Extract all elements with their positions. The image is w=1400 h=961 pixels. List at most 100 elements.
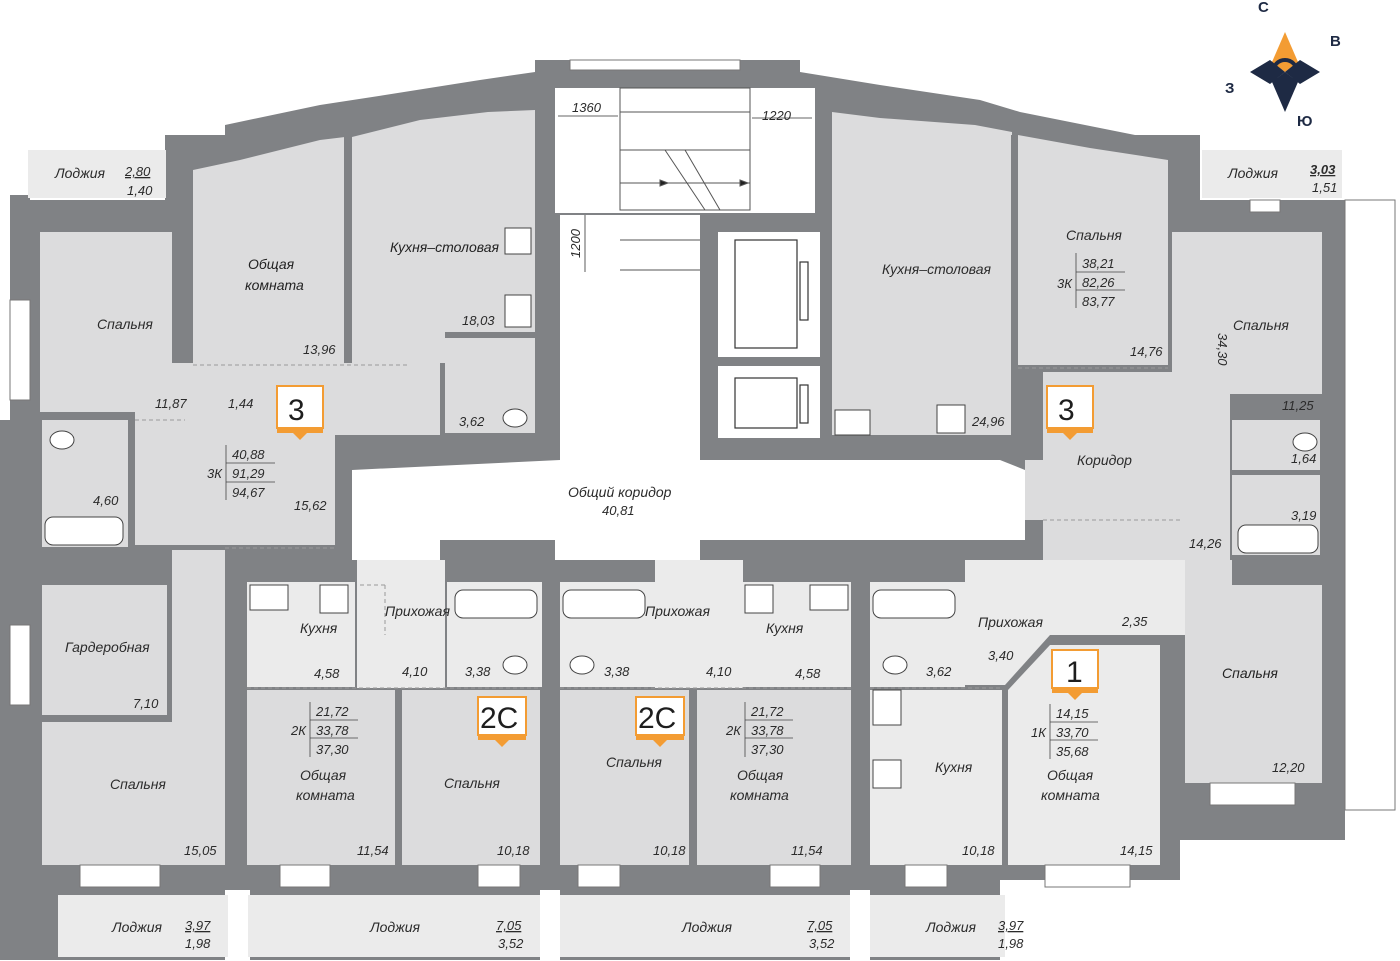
plan-label: Кухня–столовая xyxy=(882,261,992,277)
plan-label: 91,29 xyxy=(232,466,265,481)
svg-text:Общая: Общая xyxy=(737,767,784,783)
plan-label: 10,18 xyxy=(653,843,686,858)
plan-label: 1,98 xyxy=(185,936,211,951)
plan-label: 3,97 xyxy=(185,918,211,933)
svg-text:Общая: Общая xyxy=(248,256,295,272)
plan-label: 38,21 xyxy=(1082,256,1115,271)
compass-west: З xyxy=(1225,80,1234,97)
plan-label: Прихожая xyxy=(978,614,1043,630)
plan-label: Кухня xyxy=(766,620,804,636)
interior-walls xyxy=(344,80,1017,890)
apt-number: 1 xyxy=(1066,656,1083,689)
svg-text:комната: комната xyxy=(245,277,304,293)
plan-label: 21,72 xyxy=(750,704,784,719)
plan-label: 11,54 xyxy=(357,843,389,858)
plan-label: 35,68 xyxy=(1056,744,1089,759)
apt-number: 3 xyxy=(288,394,305,427)
compass-south: Ю xyxy=(1297,113,1312,130)
svg-text:комната: комната xyxy=(730,787,789,803)
dim-1360: 1360 xyxy=(572,100,602,115)
plan-label: Лоджия xyxy=(1227,165,1279,181)
dim-1200: 1200 xyxy=(568,228,583,258)
plan-label: Спальня xyxy=(444,775,500,791)
plan-label: Спальня xyxy=(1066,227,1122,243)
plan-label: 11,87 xyxy=(155,396,187,411)
plan-label: Коридор xyxy=(1077,452,1132,468)
floors xyxy=(28,88,1342,957)
plan-label: 1,40 xyxy=(127,183,153,198)
area-tables xyxy=(225,253,1125,759)
plan-label: 11,25 xyxy=(1282,398,1314,413)
plan-label: 34,30 xyxy=(1215,333,1230,366)
plan-label: 33,78 xyxy=(316,723,349,738)
dashed-zone-lines xyxy=(135,364,1180,689)
plan-label: 18,03 xyxy=(462,313,495,328)
plan-label: Гардеробная xyxy=(65,639,150,655)
plan-label: 3,52 xyxy=(498,936,524,951)
plan-label: 14,15 xyxy=(1120,843,1153,858)
plan-label: 11,54 xyxy=(791,843,823,858)
plan-label: 4,60 xyxy=(93,493,119,508)
plan-label: 1,44 xyxy=(228,396,253,411)
plan-label: 2К xyxy=(290,723,307,738)
plan-label: Прихожая xyxy=(645,603,710,619)
compass: С В Ю З xyxy=(1225,0,1341,130)
plan-label: 2К xyxy=(725,723,742,738)
plan-label: 33,70 xyxy=(1056,725,1089,740)
apt-number: 2С xyxy=(480,702,518,735)
plan-label: 40,88 xyxy=(232,447,265,462)
plan-label: 24,96 xyxy=(971,414,1005,429)
plan-label: 1,98 xyxy=(998,936,1024,951)
plan-label: 7,05 xyxy=(496,918,522,933)
plan-label: 3,19 xyxy=(1291,508,1316,523)
dimension-lines: 1360 1220 1200 xyxy=(558,100,812,272)
plan-label: 4,10 xyxy=(402,664,428,679)
plan-label: 40,81 xyxy=(602,503,635,518)
compass-north: С xyxy=(1258,0,1269,16)
marker-apt-3-left: 3 xyxy=(276,385,324,440)
marker-apt-1: 1 xyxy=(1051,649,1099,700)
plan-label: 14,15 xyxy=(1056,706,1089,721)
plan-label: 3,38 xyxy=(604,664,630,679)
apartment-markers: 3 3 2С 2С 1 xyxy=(276,385,1099,747)
plan-label: 7,05 xyxy=(807,918,833,933)
room-labels: Лоджия 2,80 1,40 Спальня 11,87 Общая ком… xyxy=(54,162,1337,951)
plan-label: 13,96 xyxy=(303,342,336,357)
plan-label: Спальня xyxy=(1233,317,1289,333)
svg-text:комната: комната xyxy=(1041,787,1100,803)
plan-label: 14,76 xyxy=(1130,344,1163,359)
plan-label: Кухня xyxy=(300,620,338,636)
svg-text:Общая: Общая xyxy=(300,767,347,783)
plan-label: 3,97 xyxy=(998,918,1024,933)
plan-label: 3,40 xyxy=(988,648,1014,663)
windows xyxy=(9,59,1396,888)
svg-text:комната: комната xyxy=(296,787,355,803)
apt-number: 3 xyxy=(1058,394,1075,427)
plan-label: 1,51 xyxy=(1312,180,1337,195)
plan-label: Кухня–столовая xyxy=(390,239,500,255)
plan-label: 10,18 xyxy=(962,843,995,858)
plan-label: 83,77 xyxy=(1082,294,1115,309)
plan-label: Прихожая xyxy=(385,603,450,619)
plan-label: 33,78 xyxy=(751,723,784,738)
plan-label: 3,38 xyxy=(465,664,491,679)
plan-label: 12,20 xyxy=(1272,760,1305,775)
area-table-text: 3К 40,88 91,29 94,67 3К 38,21 82,26 83,7… xyxy=(207,256,1115,759)
plan-label: 15,05 xyxy=(184,843,217,858)
plan-label: 3К xyxy=(207,466,223,481)
plan-label: 82,26 xyxy=(1082,275,1115,290)
plan-label: 21,72 xyxy=(315,704,349,719)
plan-label: 37,30 xyxy=(751,742,784,757)
plan-label: Спальня xyxy=(1222,665,1278,681)
marker-apt-2c-left: 2С xyxy=(477,696,527,747)
plan-label: Лоджия xyxy=(111,919,163,935)
plumbing-fixtures xyxy=(44,227,1319,789)
plan-label: 94,67 xyxy=(232,485,265,500)
apt-number: 2С xyxy=(638,702,676,735)
marker-apt-3-right: 3 xyxy=(1046,385,1094,440)
elevators xyxy=(734,239,809,429)
plan-label: 4,58 xyxy=(314,666,340,681)
plan-label: 1,64 xyxy=(1291,451,1316,466)
